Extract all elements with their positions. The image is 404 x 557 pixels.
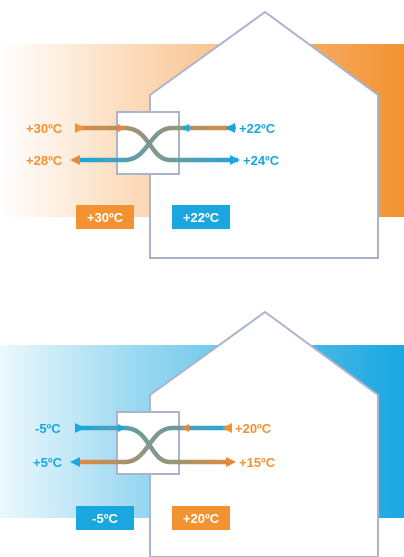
winter-arrow-outside-in-head: [75, 423, 85, 433]
winter-outside-in-label: -5ºC: [35, 421, 61, 436]
winter-panel: -5ºC +5ºC +20ºC +15ºC -5ºC +20ºC: [0, 310, 404, 557]
winter-inside-temp-box: [172, 506, 230, 530]
summer-arrow-mid-left-head: [181, 124, 189, 132]
summer-outside-temp-text: +30ºC: [87, 210, 124, 225]
summer-outside-in-label: +30ºC: [26, 121, 63, 136]
winter-house-outline: [149, 310, 379, 557]
summer-flow-in-to-out: [80, 125, 236, 163]
summer-house-outline: [149, 10, 379, 259]
winter-arrow-mid-left-head: [181, 424, 189, 432]
winter-outside-temp-box: [76, 506, 134, 530]
summer-arrow-inside-in-head: [225, 123, 235, 133]
summer-inside-temp-text: +22ºC: [183, 210, 220, 225]
summer-arrow-inside-out-head: [230, 155, 240, 165]
summer-inside-temp-box: [172, 205, 230, 229]
summer-arrow-mid-right-head: [118, 124, 126, 132]
winter-arrow-inside-in-head: [222, 423, 232, 433]
winter-outside-temp-text: -5ºC: [92, 511, 118, 526]
winter-flow-in-to-out: [80, 425, 232, 465]
summer-panel: +30ºC +28ºC +22ºC +24ºC +30ºC +22ºC: [0, 10, 404, 259]
winter-inside-temp-text: +20ºC: [183, 511, 220, 526]
winter-arrow-mid-right-head: [118, 424, 126, 432]
winter-inside-in-label: +20ºC: [235, 421, 272, 436]
winter-arrow-outside-out-head: [70, 457, 80, 467]
summer-inside-out-label: +24ºC: [243, 153, 280, 168]
winter-outside-out-label: +5ºC: [33, 455, 63, 470]
summer-outside-temp-box: [76, 205, 134, 229]
summer-arrow-outside-out-head: [70, 155, 80, 165]
summer-inside-in-label: +22ºC: [239, 121, 276, 136]
winter-inside-out-label: +15ºC: [239, 455, 276, 470]
summer-outside-out-label: +28ºC: [26, 153, 63, 168]
winter-arrow-inside-out-head: [226, 457, 236, 467]
summer-arrow-outside-in-head: [75, 123, 85, 133]
